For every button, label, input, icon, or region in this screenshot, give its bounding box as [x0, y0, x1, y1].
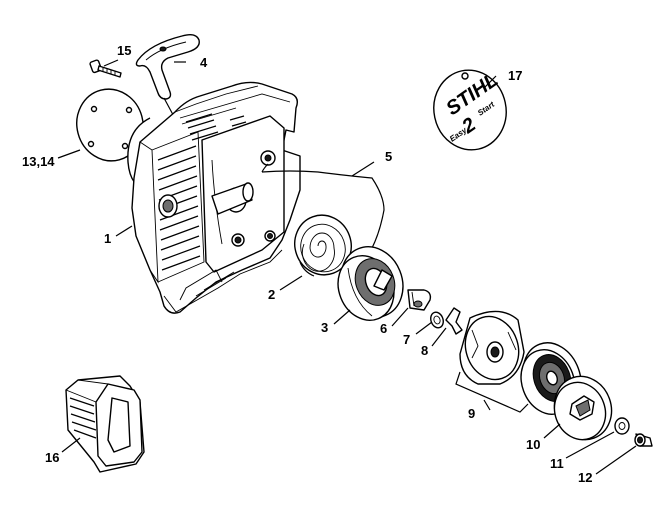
- part-13-14-cover-plate: [76, 88, 144, 162]
- part-6-pawl: [407, 289, 432, 311]
- callout-7: 7: [403, 332, 410, 347]
- callout-11: 11: [550, 456, 564, 471]
- part-4-starter-grip: [135, 33, 200, 125]
- callout-3: 3: [321, 320, 328, 335]
- part-2-rewind-spring: [294, 214, 352, 277]
- callout-13-14: 13,14: [22, 154, 55, 169]
- part-15-screw: [89, 59, 122, 78]
- part-9-starter-cup: [459, 310, 525, 385]
- part-10-disc: [553, 375, 613, 441]
- callout-9: 9: [468, 406, 475, 421]
- part-12-screw: [634, 433, 653, 447]
- part-1-fan-housing: [127, 81, 301, 314]
- part-16-filter-insert: [65, 375, 145, 473]
- callout-15: 15: [117, 43, 131, 58]
- callout-2: 2: [268, 287, 275, 302]
- callout-8: 8: [421, 343, 428, 358]
- callout-12: 12: [578, 470, 592, 485]
- part-3-rope-rotor: [337, 246, 404, 321]
- leader-lines: [57, 59, 637, 475]
- callout-6: 6: [380, 321, 387, 336]
- callout-5: 5: [385, 149, 392, 164]
- part-7-washer: [430, 311, 444, 329]
- callout-17: 17: [508, 68, 522, 83]
- callout-1: 1: [104, 231, 111, 246]
- callout-4: 4: [200, 55, 208, 70]
- callout-10: 10: [526, 437, 540, 452]
- part-9-bracket: [455, 371, 529, 413]
- part-11-washer: [614, 417, 630, 435]
- callout-16: 16: [45, 450, 59, 465]
- part-17-decal: STIHL Easy 2 Start: [433, 69, 507, 151]
- part-8-spring-clip: [445, 307, 463, 335]
